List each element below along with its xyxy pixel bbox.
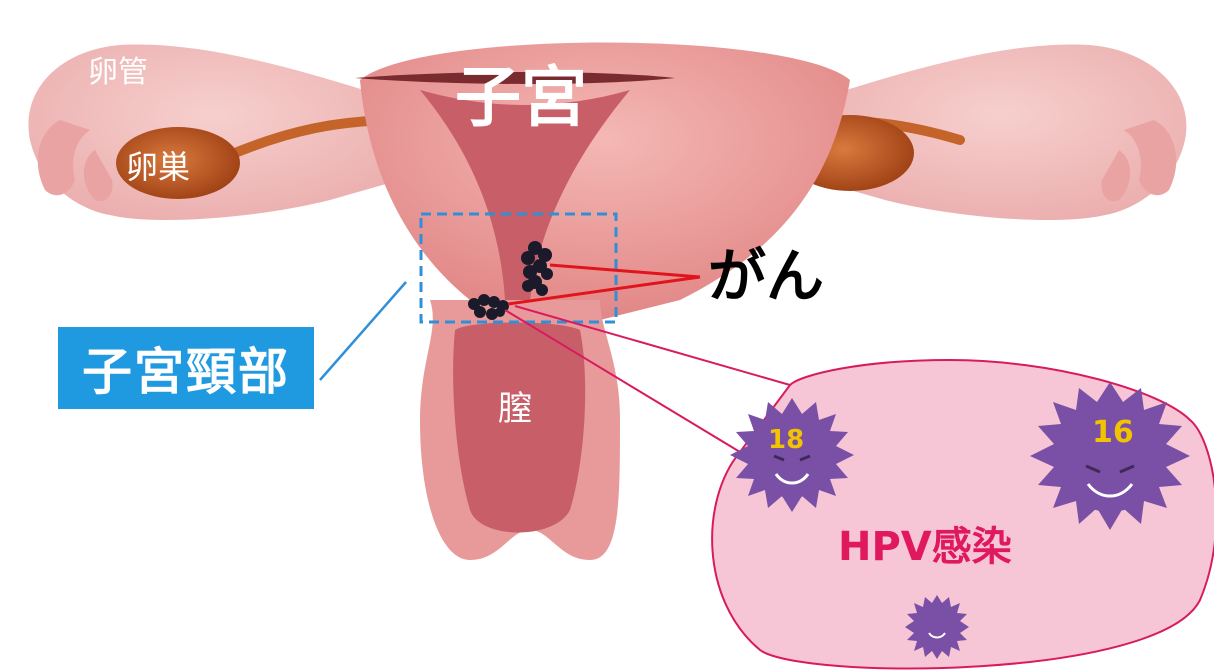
hpv-infection-label: HPV感染 — [838, 524, 1012, 570]
virus-18-number: 18 — [768, 425, 804, 455]
ovary-label: 卵巣 — [126, 148, 190, 186]
cancer-label: がん — [708, 242, 824, 310]
hpv-virus-small-icon — [905, 595, 969, 659]
uterus-label: 子宮 — [455, 59, 587, 136]
hpv-virus-18-icon — [730, 398, 854, 512]
fallopian-tube-label: 卵管 — [88, 55, 148, 90]
cervix-pointer-line — [320, 282, 406, 380]
vagina-label: 膣 — [498, 389, 532, 429]
cervix-label: 子宮頸部 — [58, 327, 314, 409]
virus-16-number: 16 — [1092, 415, 1134, 450]
